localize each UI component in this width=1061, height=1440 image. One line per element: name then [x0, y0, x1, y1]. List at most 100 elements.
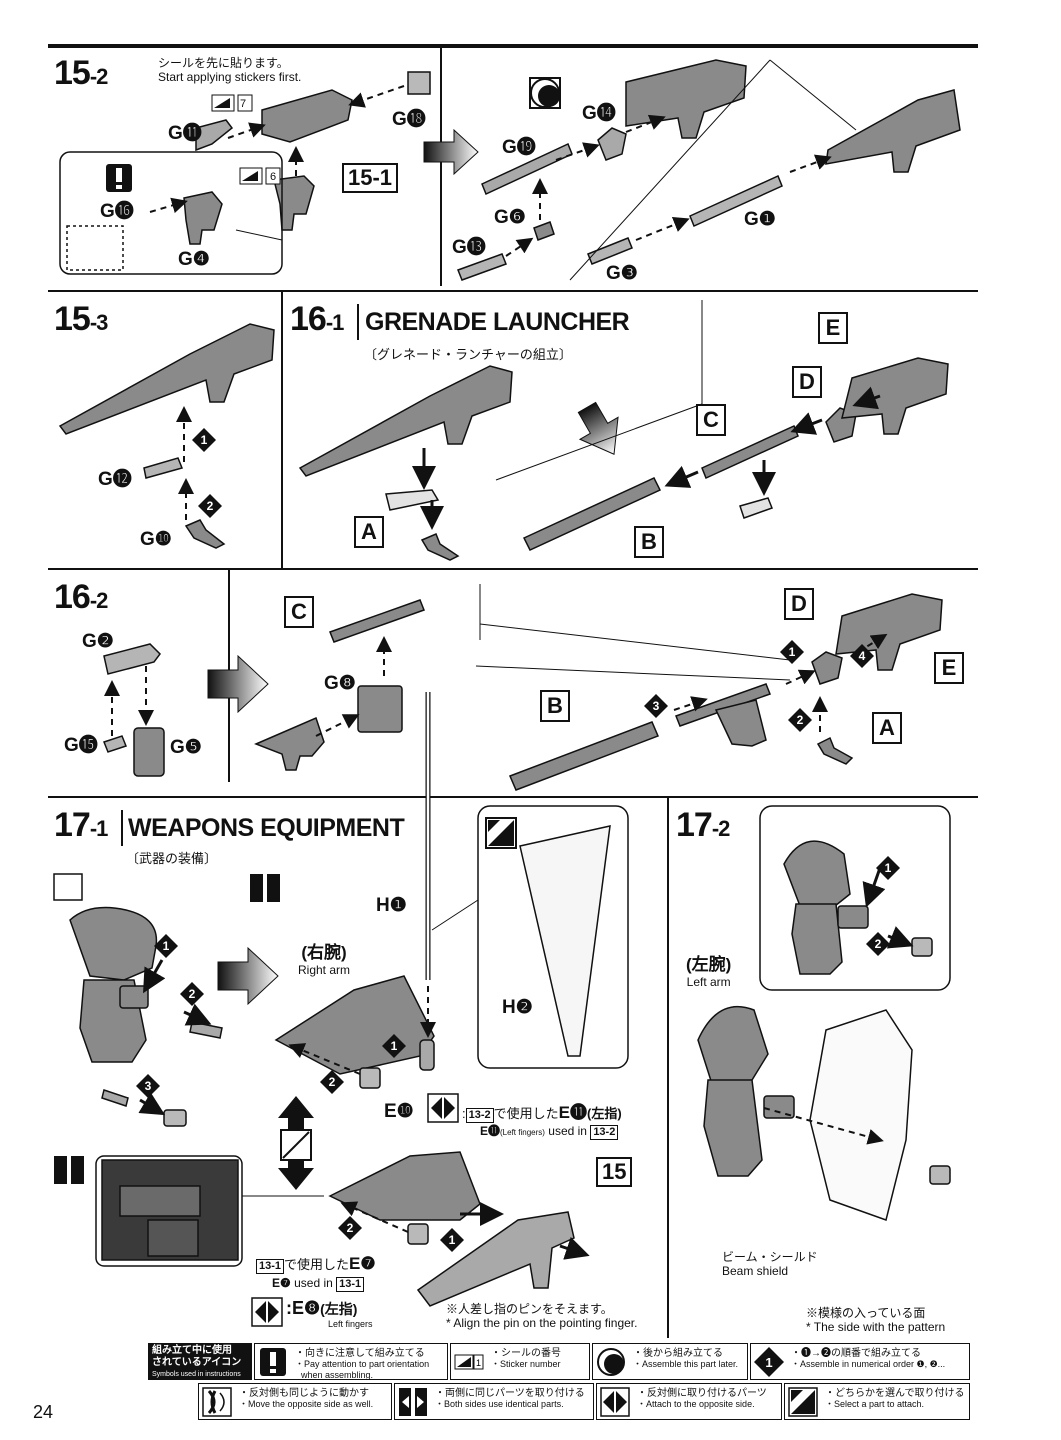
svg-text:2: 2 — [207, 499, 214, 513]
ref-13-2-note-en: E⓫(Left fingers) used in 13-2 — [480, 1122, 619, 1140]
part-label: G❹ — [178, 249, 210, 270]
svg-text:1: 1 — [201, 433, 208, 447]
part-label: G❷ — [82, 631, 114, 652]
part-box-a: A — [354, 516, 384, 548]
legend-later: ・後から組み立てる・Assemble this part later. — [592, 1343, 748, 1380]
part-label: G❿ — [140, 529, 172, 550]
numbered-diamond-icon: 1 — [754, 1347, 784, 1377]
title-divider — [357, 304, 359, 340]
svg-text:2: 2 — [329, 1075, 336, 1089]
divider — [281, 292, 283, 568]
left-arm-label: (左腕) Left arm — [686, 955, 732, 989]
divider — [48, 290, 978, 292]
select-part-icon — [788, 1387, 818, 1417]
part-box-a: A — [872, 712, 902, 744]
part-label: H❶ — [376, 895, 407, 916]
part-box-e: E — [818, 312, 848, 344]
part-label: G⓭ — [452, 237, 486, 258]
title-divider — [121, 810, 123, 846]
step-title-grenade-launcher: GRENADE LAUNCHER — [365, 308, 630, 336]
part-label: G❽ — [324, 673, 356, 694]
part-label: E❿ — [384, 1101, 414, 1122]
part-label: G⓳ — [502, 137, 536, 158]
svg-text:1: 1 — [163, 939, 170, 953]
ref-13-1-note-en: E❼ used in 13-1 — [272, 1276, 365, 1292]
attach-opposite-icon — [600, 1387, 630, 1417]
svg-text:1: 1 — [449, 1233, 456, 1247]
svg-text:2: 2 — [189, 987, 196, 1001]
legend-opposite: ・反対側も同じように動かす・Move the opposite side as … — [198, 1383, 392, 1420]
svg-text:1: 1 — [476, 1358, 481, 1368]
step-title-jp: 〔グレネード・ランチャーの組立〕 — [364, 347, 572, 362]
sticker-icon: 1 — [454, 1354, 484, 1370]
both-sides-icon — [399, 1388, 427, 1416]
pin-note: ※人差し指のピンをそえます。* Align the pin on the poi… — [446, 1302, 638, 1330]
sticker-note: シールを先に貼ります。Start applying stickers first… — [158, 56, 302, 84]
part-label: G⓲ — [392, 109, 426, 130]
step-title-weapons-equipment: WEAPONS EQUIPMENT — [128, 814, 405, 842]
right-arm-label: (右腕) Right arm — [298, 943, 351, 977]
part-box-c: C — [696, 404, 726, 436]
part-label: G❸ — [606, 263, 638, 284]
svg-text:2: 2 — [797, 713, 804, 727]
part-label: G⓫ — [168, 123, 202, 144]
part-box-c: C — [284, 596, 314, 628]
part-label: G⓯ — [64, 735, 98, 756]
part-box-e: E — [934, 652, 964, 684]
step-number-16-2: 16-2 — [54, 578, 108, 616]
svg-text:2: 2 — [347, 1221, 354, 1235]
part-label: G❻ — [494, 207, 526, 228]
sticker-number: 6 — [270, 171, 277, 183]
ref-step-box: 15-1 — [342, 163, 399, 193]
svg-text:1: 1 — [885, 861, 892, 875]
part-box-d: D — [784, 588, 814, 620]
svg-text:1: 1 — [391, 1039, 398, 1053]
assemble-later-icon — [597, 1348, 625, 1376]
part-box-b: B — [540, 690, 570, 722]
svg-text:3: 3 — [145, 1079, 152, 1093]
step-number-17-2: 17-2 — [676, 806, 730, 844]
e8-label: :E❽(左指) Left fingers — [286, 1298, 373, 1329]
step-number-17-1: 17-1 — [54, 806, 108, 844]
legend-both-sides: ・両側に同じパーツを取り付ける・Both sides use identical… — [394, 1383, 594, 1420]
attention-icon — [260, 1348, 286, 1376]
svg-text:1: 1 — [789, 645, 796, 659]
step-number-15-3: 15-3 — [54, 300, 108, 338]
part-label: G❺ — [170, 737, 202, 758]
pattern-note: ※模様の入っている面* The side with the pattern — [806, 1306, 946, 1334]
step-title-jp: 〔武器の装備〕 — [126, 851, 218, 866]
legend-attention: ・向きに注意して組み立てる・Pay attention to part orie… — [254, 1343, 448, 1380]
divider — [48, 568, 978, 570]
part-label: H❷ — [502, 997, 533, 1018]
legend-attach-opposite: ・反対側に取り付けるパーツ・Attach to the opposite sid… — [596, 1383, 782, 1420]
sticker-number: 7 — [240, 98, 247, 110]
page-number: 24 — [33, 1402, 54, 1422]
svg-text:2: 2 — [875, 937, 882, 951]
divider — [667, 798, 669, 1338]
step-number-15-2: 15-2 — [54, 54, 108, 92]
part-label: G⓬ — [98, 469, 132, 490]
svg-text:3: 3 — [653, 699, 660, 713]
svg-text:1: 1 — [765, 1355, 772, 1370]
step-number-16-1: 16-1 — [290, 300, 344, 338]
legend-order: 1 ・❶→❷の順番で組み立てる・Assemble in numerical or… — [750, 1343, 970, 1380]
part-box-b: B — [634, 526, 664, 558]
divider — [440, 48, 442, 286]
legend-select: ・どちらかを選んで取り付ける・Select a part to attach. — [784, 1383, 970, 1420]
part-label: G⓮ — [582, 103, 616, 124]
divider — [48, 796, 978, 798]
top-rule — [48, 44, 978, 48]
ref-step-box-15: 15 — [596, 1157, 633, 1187]
part-label: G⓰ — [100, 201, 134, 222]
part-label: G❶ — [744, 209, 776, 230]
part-box-d: D — [792, 366, 822, 398]
svg-text:4: 4 — [859, 649, 866, 663]
move-opposite-icon — [202, 1387, 232, 1417]
legend-sticker: 1 ・シールの番号・Sticker number — [450, 1343, 590, 1380]
